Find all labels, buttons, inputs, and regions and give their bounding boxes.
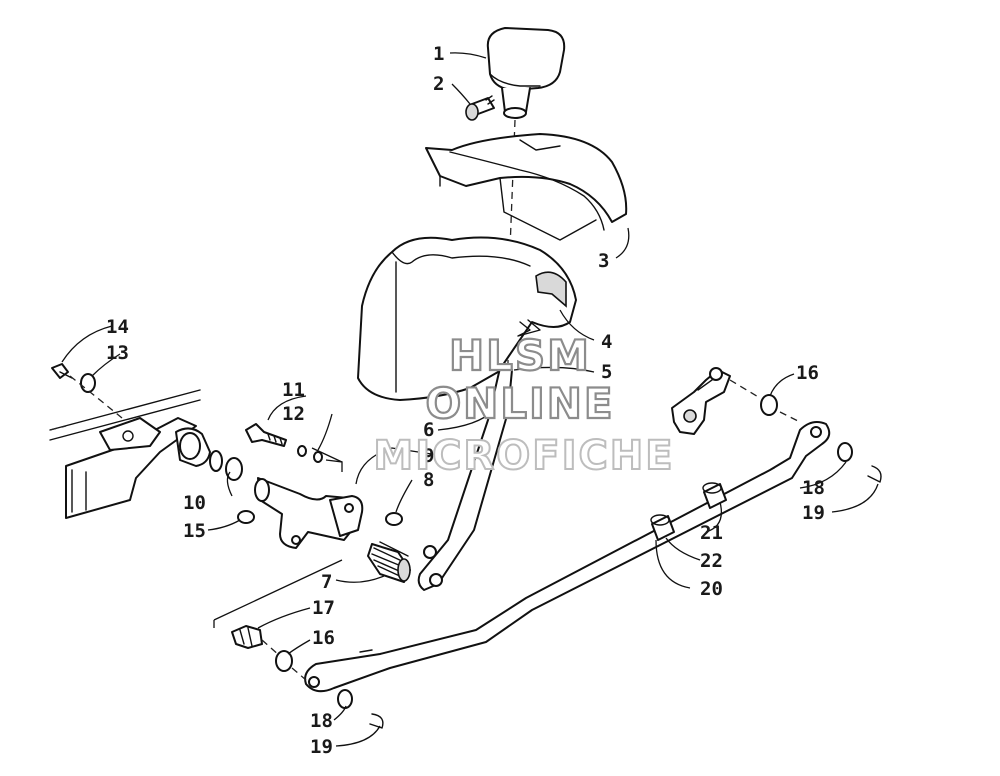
callout-7: 7 [321,571,332,593]
assembly-line-12 [311,447,343,463]
washer-13 [80,373,96,393]
callout-14: 14 [106,316,129,338]
callout-18-upper: 18 [802,477,825,499]
callout-4: 4 [601,331,612,353]
callout-12: 12 [282,403,305,425]
knob-screw [465,95,495,121]
washer-12a [297,445,307,457]
bushing-16-upper [760,394,778,416]
washer-12b [313,451,323,463]
callout-21: 21 [700,522,723,544]
callout-13: 13 [106,342,129,364]
o-rings [209,450,243,481]
pin-axis-line [261,639,307,681]
washer-18-lower [337,689,353,709]
callout-20: 20 [700,578,723,600]
callout-19-lower: 19 [310,736,333,758]
pin-17 [231,625,263,649]
transmission-arm [671,367,731,435]
callout-16-upper: 16 [796,362,819,384]
callout-2: 2 [433,73,444,95]
watermark-line-3: MICROFICHE [373,433,674,479]
pivot-shaft [254,477,364,549]
washer-15 [237,510,255,524]
callout-15: 15 [183,520,206,542]
watermark: HLSM ONLINE MICROFICHE [372,330,674,480]
callout-22: 22 [700,550,723,572]
leader-lines [61,52,879,747]
clip-19-upper [867,465,882,483]
shift-knob [486,27,566,119]
screw-14 [51,363,73,379]
clip-part [517,319,541,337]
callout-labels: 1 2 3 4 5 6 9 8 7 10 11 12 13 14 15 17 1… [106,43,825,758]
callout-9: 9 [423,445,434,467]
washer-18-upper [837,442,853,462]
watermark-line-1: HLSM [449,331,591,380]
shift-boot-lower [357,236,577,401]
callout-16-lower: 16 [312,627,335,649]
clip-19-lower [369,713,384,729]
mount-bracket [49,389,211,519]
washer-8 [385,512,403,526]
arm-axis-line [729,379,801,423]
callout-18-lower: 18 [310,710,333,732]
bushing-16-lower [275,650,293,672]
callout-5: 5 [601,361,612,383]
mount-axis-line [69,375,123,419]
callout-11: 11 [282,379,305,401]
rod-bushing-22 [650,514,675,541]
callout-10: 10 [183,492,206,514]
bolt-11 [245,423,287,447]
callout-17: 17 [312,597,335,619]
shift-rod [304,421,831,693]
callout-8: 8 [423,469,434,491]
callout-19-upper: 19 [802,502,825,524]
callout-1: 1 [433,43,444,65]
callout-6: 6 [423,419,434,441]
shift-boot-upper [425,133,628,241]
callout-3: 3 [598,250,609,272]
shift-lever [417,367,513,591]
return-spring [367,541,411,583]
watermark-line-2: ONLINE [425,379,614,428]
